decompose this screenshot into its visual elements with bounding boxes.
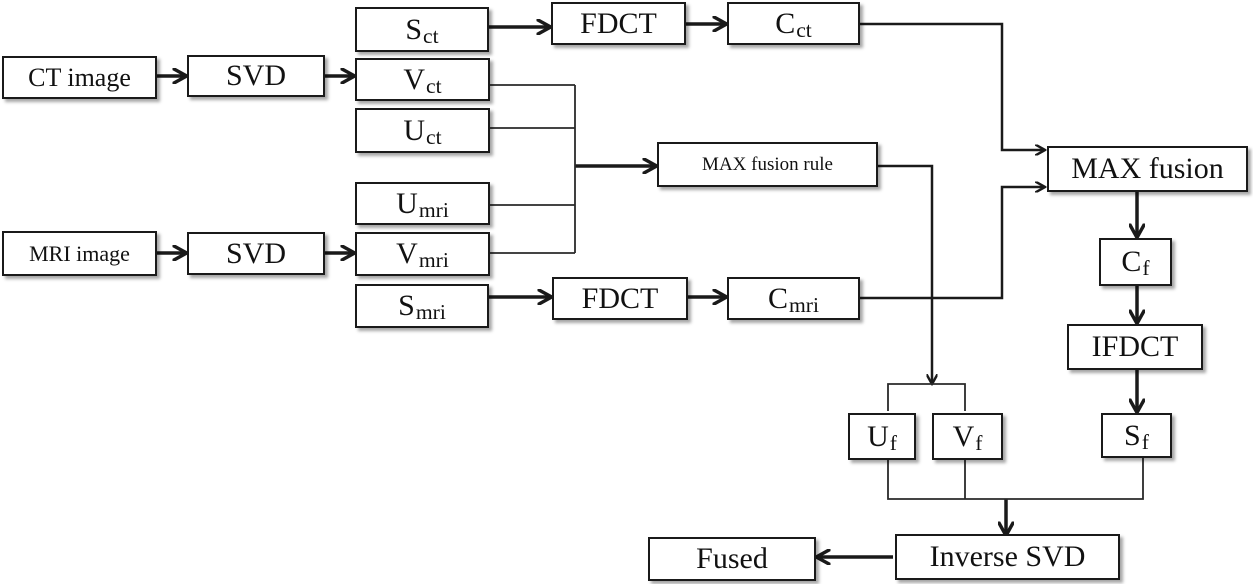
max-fusion-rule-box: MAX fusion rule — [657, 142, 878, 187]
edge-c-ct-to-max-fusion — [860, 22, 1044, 150]
fdct-ct-box: FDCT — [551, 2, 686, 45]
join-bracket-uvs-f — [887, 456, 1144, 500]
ct-image-box: CT image — [2, 56, 157, 99]
ifdct-box: IFDCT — [1067, 324, 1203, 370]
split-bracket-uv-f — [887, 383, 966, 411]
fdct-mri-box: FDCT — [552, 277, 688, 320]
edge-max-rule-to-uv-f — [878, 164, 932, 383]
mri-image-box: MRI image — [2, 231, 157, 276]
max-fusion-box: MAX fusion — [1047, 146, 1248, 192]
svd-mri-box: SVD — [187, 232, 325, 275]
inverse-svd-box: Inverse SVD — [895, 534, 1120, 580]
edge-c-mri-to-max-fusion — [860, 187, 1044, 300]
svd-ct-box: SVD — [187, 55, 325, 97]
fused-box: Fused — [648, 537, 816, 581]
